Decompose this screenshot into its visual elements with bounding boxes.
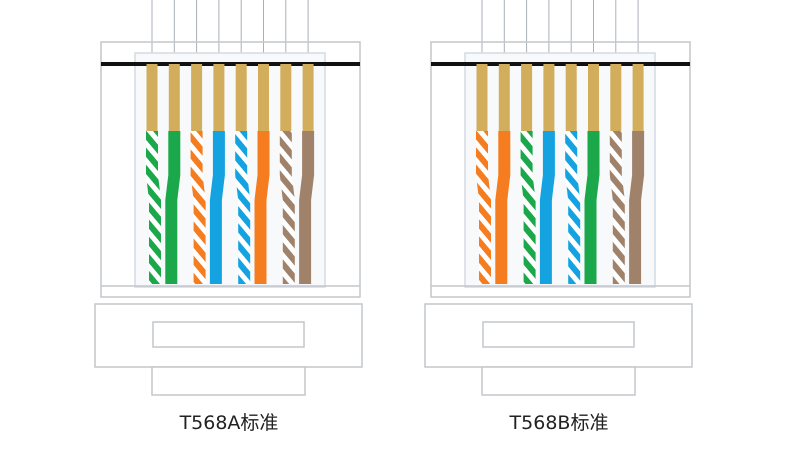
latch-window — [482, 321, 635, 348]
gold-pin — [280, 64, 292, 131]
gold-pin — [213, 64, 225, 131]
gold-pin — [632, 64, 644, 131]
gold-pin — [521, 64, 533, 131]
gold-pin — [476, 64, 488, 131]
wire — [279, 131, 295, 284]
plug-body-outline — [100, 41, 361, 298]
gold-pin — [235, 64, 247, 131]
wire — [565, 131, 581, 284]
latch-tab — [151, 366, 306, 396]
gold-pin — [191, 64, 203, 131]
wire — [609, 131, 625, 284]
wire — [146, 131, 161, 284]
label-t568a: T568A标准 — [179, 412, 279, 434]
wire — [584, 131, 600, 284]
plug-inner-housing — [134, 52, 326, 288]
wire — [629, 131, 645, 284]
connector-t568b — [424, 0, 693, 396]
wire — [299, 131, 315, 284]
contact-bar — [431, 62, 690, 66]
gold-pin — [565, 64, 577, 131]
wire — [209, 131, 225, 284]
gold-pin — [588, 64, 599, 131]
wire — [235, 131, 251, 284]
gold-pin — [302, 64, 314, 131]
connector-t568a — [94, 0, 363, 396]
latch-window — [152, 321, 305, 348]
wire — [190, 131, 206, 284]
plug-body-outline — [430, 41, 691, 298]
label-t568b: T568B标准 — [509, 412, 609, 434]
gold-pin — [168, 64, 180, 131]
contact-bar — [101, 62, 360, 66]
wire — [520, 131, 536, 284]
wire — [476, 131, 491, 284]
gold-pin — [498, 64, 510, 131]
wire — [495, 131, 511, 284]
wire — [254, 131, 270, 284]
gold-pin — [146, 64, 158, 131]
plug-inner-housing — [464, 52, 656, 288]
wire — [539, 131, 555, 284]
gold-pin — [258, 64, 269, 131]
gold-pin — [543, 64, 555, 131]
wire — [165, 131, 181, 284]
gold-pin — [610, 64, 622, 131]
latch-tab — [481, 366, 636, 396]
